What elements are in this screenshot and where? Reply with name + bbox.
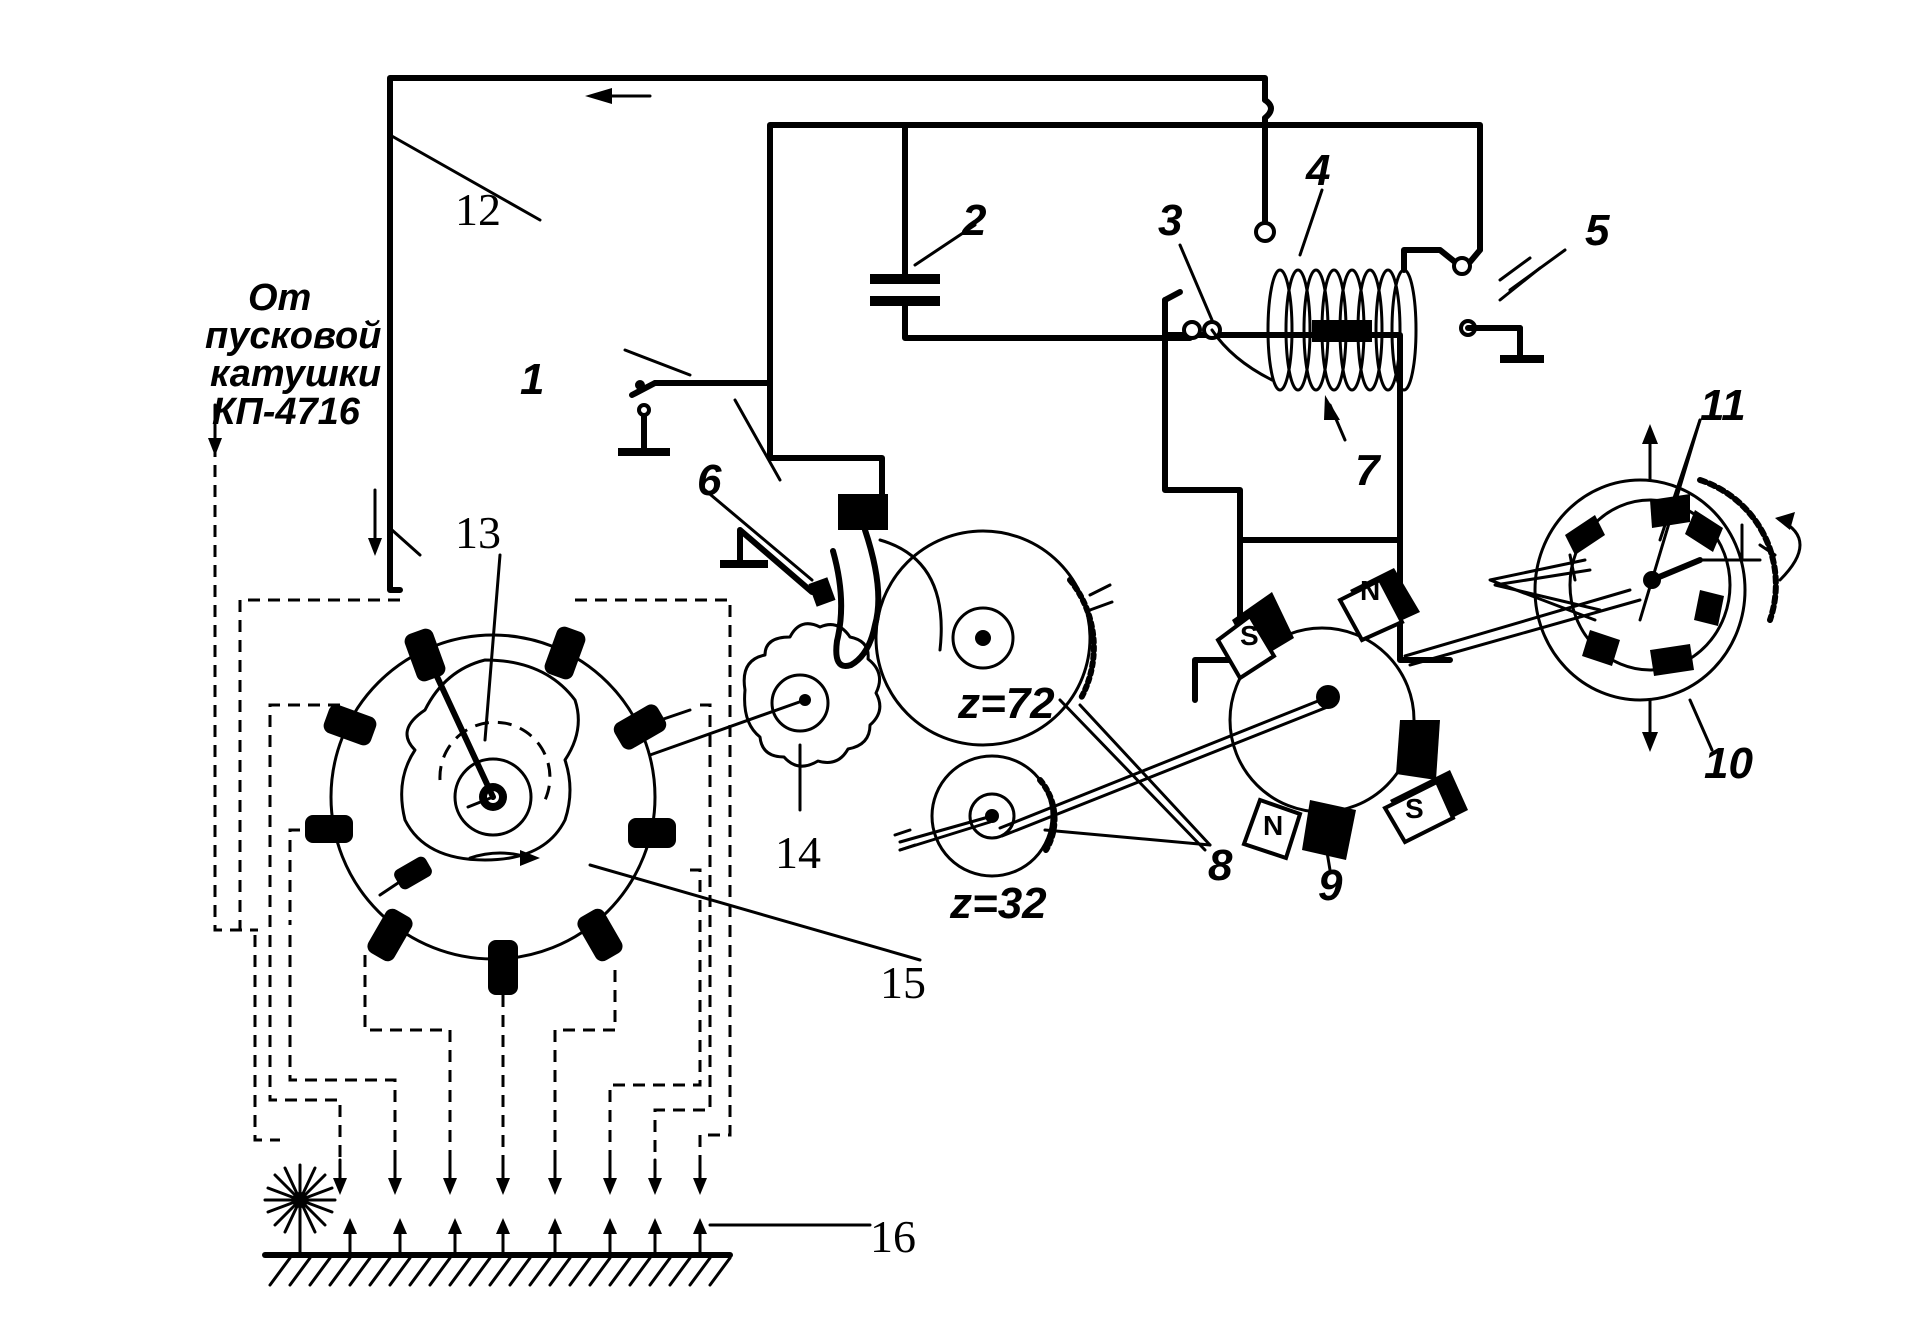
ignition-switch-1 — [618, 380, 670, 456]
label-13: 13 — [455, 507, 501, 558]
distributor-15 — [305, 626, 692, 995]
label-6: 6 — [697, 456, 722, 505]
label-15: 15 — [880, 957, 926, 1008]
ignition-coil-4 — [1162, 247, 1544, 543]
pole-s-top: S — [1240, 620, 1259, 651]
impulse-coupling-10 — [1488, 424, 1802, 752]
label-3: 3 — [1158, 196, 1182, 245]
spark-plug-arrows — [208, 403, 707, 1257]
label-16: 16 — [870, 1211, 916, 1262]
pole-n-top: N — [1360, 575, 1380, 606]
caption-line-4: КП-4716 — [212, 391, 361, 433]
label-9: 9 — [1318, 861, 1343, 910]
label-11: 11 — [1700, 381, 1746, 430]
label-8: 8 — [1208, 841, 1233, 890]
caption-line-2: пусковой — [205, 315, 381, 357]
label-5: 5 — [1585, 206, 1610, 255]
magnet-rotor-9: S N S N — [1192, 537, 1468, 861]
ground-hatch — [262, 1252, 733, 1287]
wire-12-high-voltage-lead — [387, 75, 1276, 593]
label-12: 12 — [455, 184, 501, 235]
label-7: 7 — [1355, 446, 1382, 495]
label-10: 10 — [1704, 739, 1753, 788]
label-14: 14 — [775, 827, 821, 878]
caption-line-1: От — [248, 277, 311, 319]
pole-s-bottom: S — [1405, 793, 1424, 824]
gear-large-teeth-label: z=72 — [957, 679, 1055, 728]
pole-n-bottom: N — [1263, 810, 1283, 841]
gear-small-teeth-label: z=32 — [949, 879, 1047, 928]
gear-large-z72 — [874, 529, 1114, 747]
cam-gear-14 — [648, 622, 882, 768]
caption-line-3: катушки — [210, 353, 381, 395]
spark-icon — [263, 1163, 337, 1257]
leader-lines — [388, 133, 1714, 1227]
capacitor-2 — [870, 274, 940, 306]
spark-plug-leads — [213, 445, 732, 1160]
primary-circuit-wiring — [652, 122, 1483, 503]
breaker-6 — [703, 488, 943, 669]
label-2: 2 — [961, 196, 987, 245]
label-4: 4 — [1305, 146, 1330, 195]
gear-small-z32 — [893, 754, 1058, 878]
label-1: 1 — [520, 355, 544, 404]
